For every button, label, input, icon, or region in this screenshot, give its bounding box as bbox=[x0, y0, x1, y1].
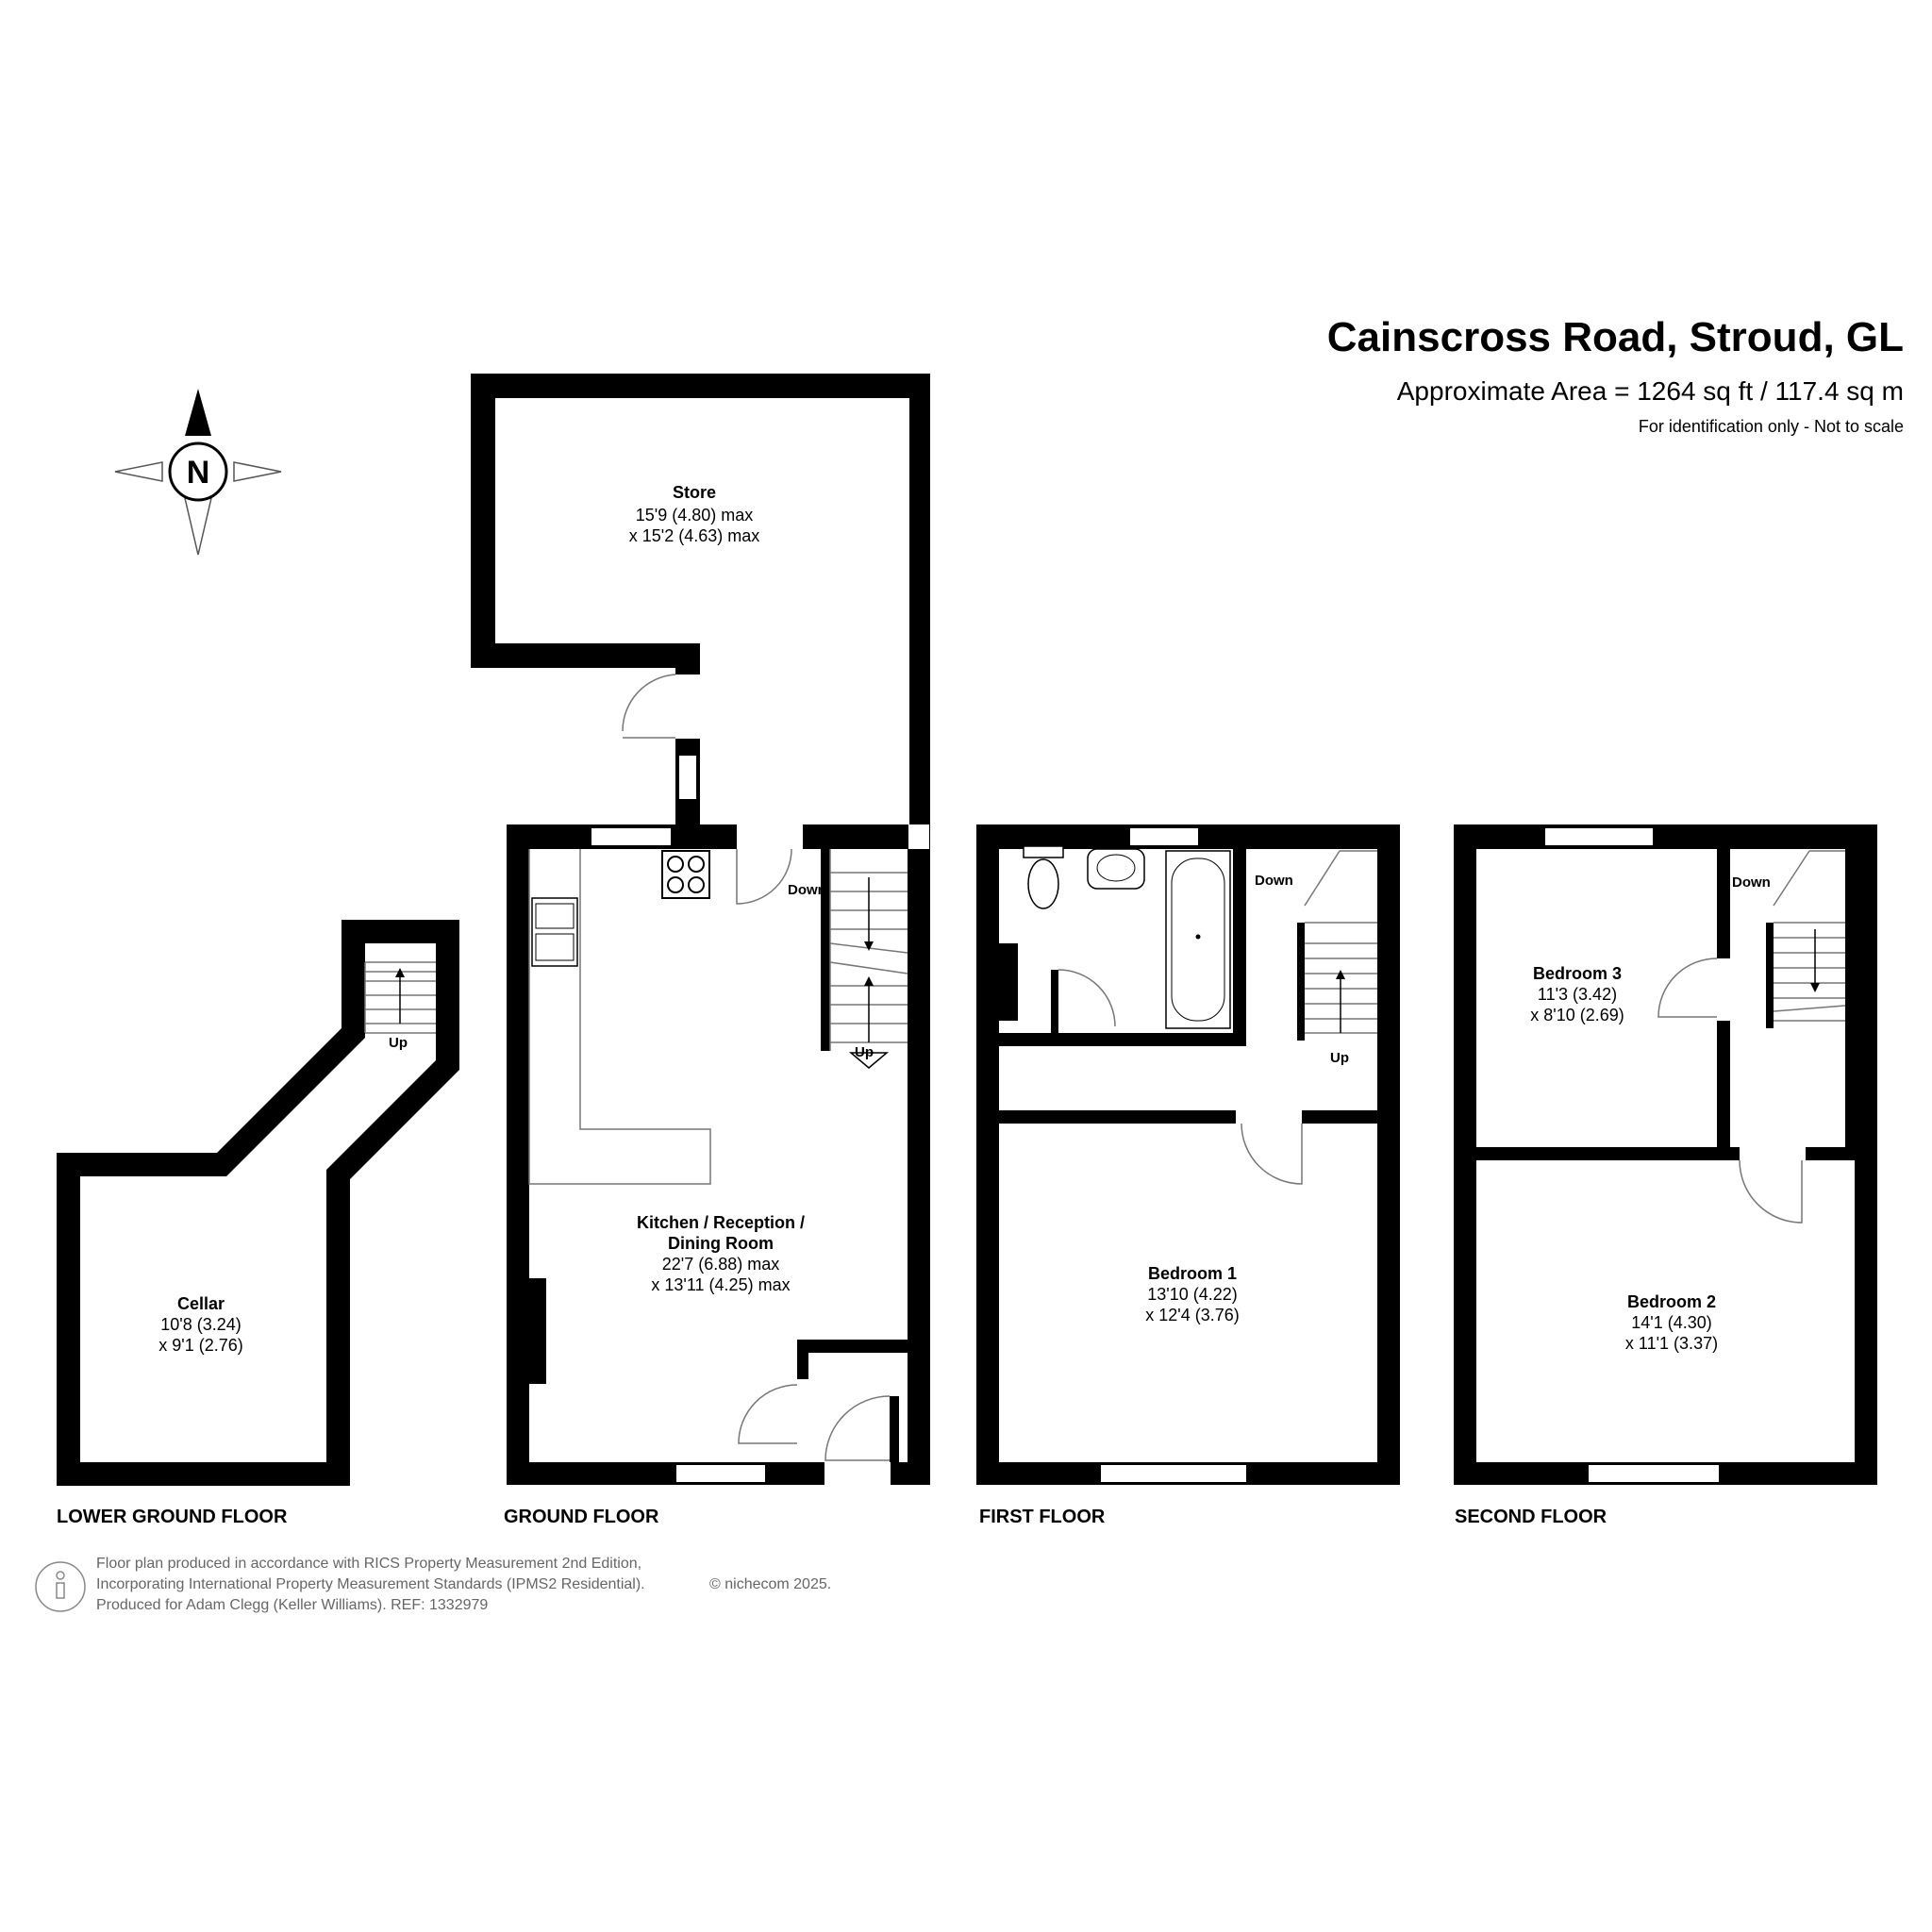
footer-line-1: Floor plan produced in accordance with R… bbox=[96, 1556, 641, 1572]
second-floor-label: SECOND FLOOR bbox=[1455, 1507, 1607, 1527]
kitchen-dim-2: x 13'11 (4.25) max bbox=[651, 1275, 790, 1294]
ground-stairs-down-label: Down bbox=[788, 882, 826, 898]
footer: Floor plan produced in accordance with R… bbox=[35, 1556, 831, 1613]
first-stairs-up-label: Up bbox=[1330, 1050, 1349, 1066]
bedroom1-name: Bedroom 1 bbox=[1148, 1264, 1237, 1283]
bedroom3-dim-2: x 8'10 (2.69) bbox=[1530, 1006, 1624, 1024]
bedroom3-name: Bedroom 3 bbox=[1533, 964, 1622, 983]
footer-line-2: Incorporating International Property Mea… bbox=[96, 1576, 645, 1592]
ground-stairs-up-label: Up bbox=[855, 1044, 874, 1060]
store-dim-2: x 15'2 (4.63) max bbox=[629, 526, 760, 545]
compass-rose-icon: N bbox=[114, 389, 282, 556]
kitchen-hob-icon bbox=[661, 850, 710, 899]
compass-north-label: N bbox=[187, 455, 210, 491]
scale-note: For identification only - Not to scale bbox=[1639, 417, 1904, 436]
property-title: Cainscross Road, Stroud, GL bbox=[1327, 314, 1904, 360]
first-floor-doors bbox=[1058, 969, 1303, 1185]
first-floor-plan: Down Up Bedroom 1 13'10 (4.22) x 12'4 (3… bbox=[976, 824, 1400, 1527]
lower-ground-floor-label: LOWER GROUND FLOOR bbox=[57, 1507, 288, 1527]
bedroom2-name: Bedroom 2 bbox=[1627, 1292, 1716, 1311]
bath-icon bbox=[1165, 850, 1231, 1029]
bedroom1-dim-1: 13'10 (4.22) bbox=[1147, 1285, 1238, 1304]
ground-floor-doors bbox=[622, 674, 891, 1461]
second-stairs-down-label: Down bbox=[1732, 874, 1771, 891]
kitchen-dim-1: 22'7 (6.88) max bbox=[662, 1255, 780, 1274]
cellar-stairs-up-label: Up bbox=[389, 1035, 408, 1051]
first-stairs-down-label: Down bbox=[1255, 873, 1293, 889]
person-scale-icon bbox=[35, 1561, 86, 1612]
approximate-area: Approximate Area = 1264 sq ft / 117.4 sq… bbox=[1397, 376, 1904, 406]
footer-line-3: Produced for Adam Clegg (Keller Williams… bbox=[96, 1597, 488, 1613]
bedroom2-dim-1: 14'1 (4.30) bbox=[1631, 1313, 1712, 1332]
ground-floor-label: GROUND FLOOR bbox=[504, 1507, 659, 1527]
store-dim-1: 15'9 (4.80) max bbox=[636, 506, 754, 525]
basin-icon bbox=[1087, 848, 1145, 890]
ground-floor-plan: Down Up Store 15'9 (4.80) max x 15'2 (4.… bbox=[471, 374, 930, 1527]
first-floor-label: FIRST FLOOR bbox=[979, 1507, 1106, 1527]
kitchen-sink-icon bbox=[531, 897, 578, 967]
toilet-icon bbox=[1023, 845, 1064, 909]
second-floor-doors bbox=[1657, 958, 1803, 1224]
cellar-name: Cellar bbox=[177, 1294, 225, 1313]
second-floor-plan: Down Bedroom 3 11'3 (3.42) x 8'10 (2.69)… bbox=[1454, 824, 1877, 1527]
footer-copyright: © nichecom 2025. bbox=[709, 1576, 831, 1592]
kitchen-name-line-2: Dining Room bbox=[668, 1234, 774, 1253]
store-name: Store bbox=[673, 483, 716, 502]
bedroom1-dim-2: x 12'4 (3.76) bbox=[1145, 1306, 1240, 1324]
cellar-dim-2: x 9'1 (2.76) bbox=[158, 1336, 242, 1355]
lower-ground-floor-plan: Up Cellar 10'8 (3.24) x 9'1 (2.76) LOWER… bbox=[57, 920, 459, 1527]
kitchen-name-line-1: Kitchen / Reception / bbox=[637, 1213, 805, 1232]
bedroom2-dim-2: x 11'1 (3.37) bbox=[1625, 1334, 1718, 1353]
bedroom3-dim-1: 11'3 (3.42) bbox=[1538, 985, 1617, 1004]
second-floor-stairs bbox=[1773, 850, 1846, 1022]
cellar-dim-1: 10'8 (3.24) bbox=[160, 1315, 242, 1334]
